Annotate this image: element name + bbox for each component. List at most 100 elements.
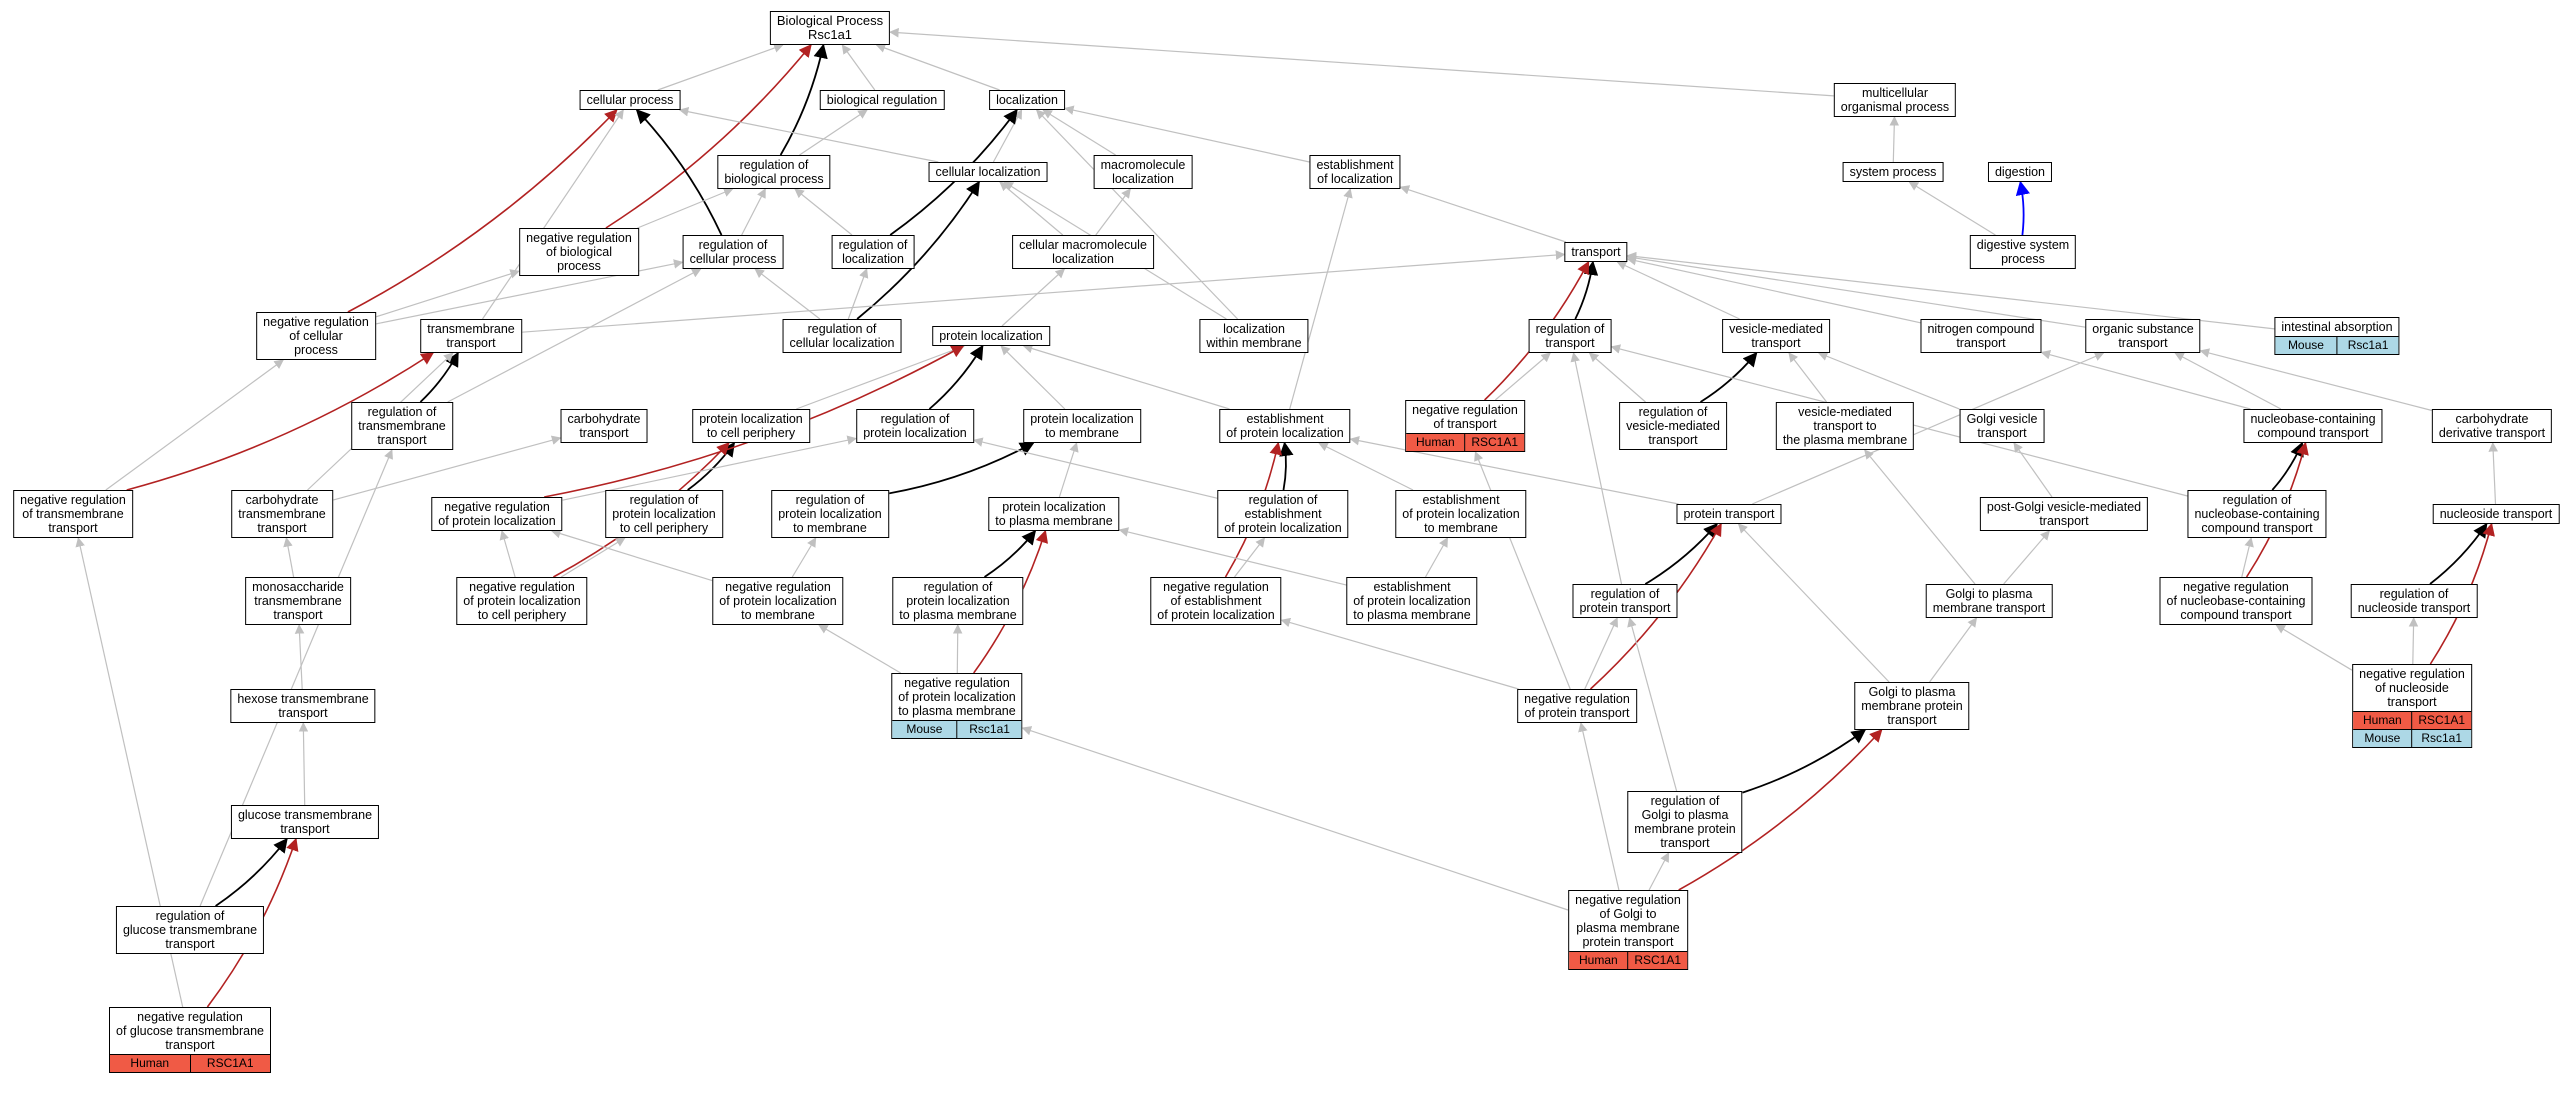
go-term-rplcp[interactable]: regulation of protein localization to ce… — [605, 490, 723, 538]
go-term-label: nitrogen compound transport — [1927, 322, 2035, 350]
go-term-dig[interactable]: digestion — [1987, 162, 2053, 182]
go-term-rbp[interactable]: regulation of biological process — [717, 155, 831, 189]
go-term-hext[interactable]: hexose transmembrane transport — [230, 689, 376, 723]
go-term-nrpltm[interactable]: negative regulation of protein localizat… — [712, 577, 844, 625]
edge-is-a — [1626, 251, 2275, 330]
species-tag: Human — [110, 1055, 190, 1072]
go-term-gtpmpt[interactable]: Golgi to plasma membrane protein transpo… — [1854, 682, 1970, 730]
edge-negatively-regulates — [347, 109, 618, 313]
go-term-eploc[interactable]: establishment of protein localization — [1219, 409, 1351, 443]
edge-is-a — [2408, 617, 2419, 665]
go-term-nrcp[interactable]: negative regulation of cellular process — [256, 312, 376, 360]
go-term-pltm[interactable]: protein localization to membrane — [1023, 409, 1141, 443]
go-term-plcp[interactable]: protein localization to cell periphery — [692, 409, 810, 443]
go-term-label: localization — [996, 93, 1058, 107]
go-term-bp[interactable]: Biological Process Rsc1a1 — [769, 11, 891, 45]
go-term-transport[interactable]: transport — [1564, 242, 1628, 262]
edge-is-a — [298, 722, 309, 806]
go-term-rgtpmpt[interactable]: regulation of Golgi to plasma membrane p… — [1627, 791, 1743, 853]
go-term-label: transmembrane transport — [427, 322, 515, 350]
edge-is-a — [1626, 253, 2086, 328]
go-term-pltpm[interactable]: protein localization to plasma membrane — [988, 497, 1120, 531]
go-term-label: localization within membrane — [1206, 322, 1302, 350]
go-term-epltm[interactable]: establishment of protein localization to… — [1395, 490, 1527, 538]
go-term-nrplcp[interactable]: negative regulation of protein localizat… — [456, 577, 588, 625]
go-term-label: carbohydrate transport — [567, 412, 641, 440]
edge-regulates — [856, 180, 980, 320]
go-term-label: regulation of protein localization to ce… — [612, 493, 716, 535]
go-term-nst[interactable]: nucleoside transport — [2432, 504, 2560, 524]
go-term-cmloc[interactable]: cellular macromolecule localization — [1012, 235, 1154, 269]
go-term-nrpltpm[interactable]: negative regulation of protein localizat… — [891, 673, 1023, 739]
go-term-ost[interactable]: organic substance transport — [2085, 319, 2201, 353]
go-term-nrnbct[interactable]: negative regulation of nucleobase-contai… — [2159, 577, 2313, 625]
go-term-rloc[interactable]: regulation of localization — [831, 235, 915, 269]
go-term-label: vesicle-mediated transport to the plasma… — [1782, 405, 1908, 447]
go-term-rpltpm[interactable]: regulation of protein localization to pl… — [892, 577, 1024, 625]
go-term-tmt[interactable]: transmembrane transport — [420, 319, 522, 353]
go-term-nreploc[interactable]: negative regulation of establishment of … — [1150, 577, 1282, 625]
go-term-nbct[interactable]: nucleobase-containing compound transport — [2243, 409, 2383, 443]
go-term-nrpt[interactable]: negative regulation of protein transport — [1517, 689, 1637, 723]
go-term-dsp[interactable]: digestive system process — [1969, 235, 2077, 269]
go-term-cp[interactable]: cellular process — [579, 90, 681, 110]
go-term-label: carbohydrate transmembrane transport — [238, 493, 326, 535]
edge-is-a — [1648, 852, 1670, 891]
go-term-epltpm[interactable]: establishment of protein localization to… — [1346, 577, 1478, 625]
go-term-vmtpm[interactable]: vesicle-mediated transport to the plasma… — [1775, 402, 1915, 450]
go-term-nrnst[interactable]: negative regulation of nucleoside transp… — [2352, 664, 2472, 748]
go-term-gtpm[interactable]: Golgi to plasma membrane transport — [1925, 584, 2053, 618]
edge-is-a — [1864, 449, 1976, 585]
go-term-lwm[interactable]: localization within membrane — [1199, 319, 1309, 353]
edge-is-a — [1424, 537, 1449, 578]
go-term-rtmt[interactable]: regulation of transmembrane transport — [351, 402, 453, 450]
go-term-mop[interactable]: multicellular organismal process — [1833, 83, 1957, 117]
go-term-chtmt[interactable]: carbohydrate transmembrane transport — [231, 490, 333, 538]
go-term-vmt[interactable]: vesicle-mediated transport — [1722, 319, 1830, 353]
go-term-nrbp[interactable]: negative regulation of biological proces… — [519, 228, 639, 276]
go-term-nct[interactable]: nitrogen compound transport — [1920, 319, 2042, 353]
go-term-nrtmt[interactable]: negative regulation of transmembrane tra… — [13, 490, 133, 538]
go-term-rvmt[interactable]: regulation of vesicle-mediated transport — [1619, 402, 1727, 450]
go-term-nrploc[interactable]: negative regulation of protein localizat… — [431, 497, 563, 531]
go-term-rpt[interactable]: regulation of protein transport — [1572, 584, 1678, 618]
go-term-mstmt[interactable]: monosaccharide transmembrane transport — [245, 577, 351, 625]
go-term-rcloc[interactable]: regulation of cellular localization — [782, 319, 902, 353]
edge-regulates — [984, 529, 1037, 578]
go-term-pgvmt[interactable]: post-Golgi vesicle-mediated transport — [1979, 497, 2149, 531]
go-term-nrgtpmpt[interactable]: negative regulation of Golgi to plasma m… — [1568, 890, 1688, 970]
edge-is-a — [2199, 348, 2433, 412]
edge-regulates — [2271, 441, 2304, 491]
go-term-ploc[interactable]: protein localization — [932, 326, 1050, 346]
edge-is-a — [2174, 352, 2282, 410]
go-term-cdt[interactable]: carbohydrate derivative transport — [2431, 409, 2553, 443]
go-term-reploc[interactable]: regulation of establishment of protein l… — [1217, 490, 1349, 538]
go-term-rglut[interactable]: regulation of glucose transmembrane tran… — [115, 906, 265, 954]
go-term-pt[interactable]: protein transport — [1676, 504, 1782, 524]
go-term-loc[interactable]: localization — [989, 90, 1065, 110]
go-term-nrglut[interactable]: negative regulation of glucose transmemb… — [109, 1007, 271, 1073]
go-term-eloc[interactable]: establishment of localization — [1309, 155, 1401, 189]
go-term-rpltm[interactable]: regulation of protein localization to me… — [771, 490, 889, 538]
edge-is-a — [1118, 527, 1347, 586]
edge-is-a — [1021, 726, 1569, 911]
go-term-mloc[interactable]: macromolecule localization — [1093, 155, 1193, 189]
go-term-gvt[interactable]: Golgi vesicle transport — [1959, 409, 2045, 443]
go-term-rnst[interactable]: regulation of nucleoside transport — [2350, 584, 2478, 618]
go-term-rploc[interactable]: regulation of protein localization — [856, 409, 974, 443]
go-term-breg[interactable]: biological regulation — [819, 90, 945, 110]
go-term-cht[interactable]: carbohydrate transport — [560, 409, 648, 443]
go-term-rnbct[interactable]: regulation of nucleobase-containing comp… — [2187, 490, 2327, 538]
go-term-sysp[interactable]: system process — [1842, 162, 1944, 182]
go-term-glut[interactable]: glucose transmembrane transport — [230, 805, 380, 839]
go-term-rtr[interactable]: regulation of transport — [1528, 319, 1612, 353]
edge-is-a — [1616, 261, 1740, 320]
edge-regulates — [215, 837, 288, 907]
go-term-cloc[interactable]: cellular localization — [928, 162, 1048, 182]
go-term-rcp[interactable]: regulation of cellular process — [682, 235, 784, 269]
